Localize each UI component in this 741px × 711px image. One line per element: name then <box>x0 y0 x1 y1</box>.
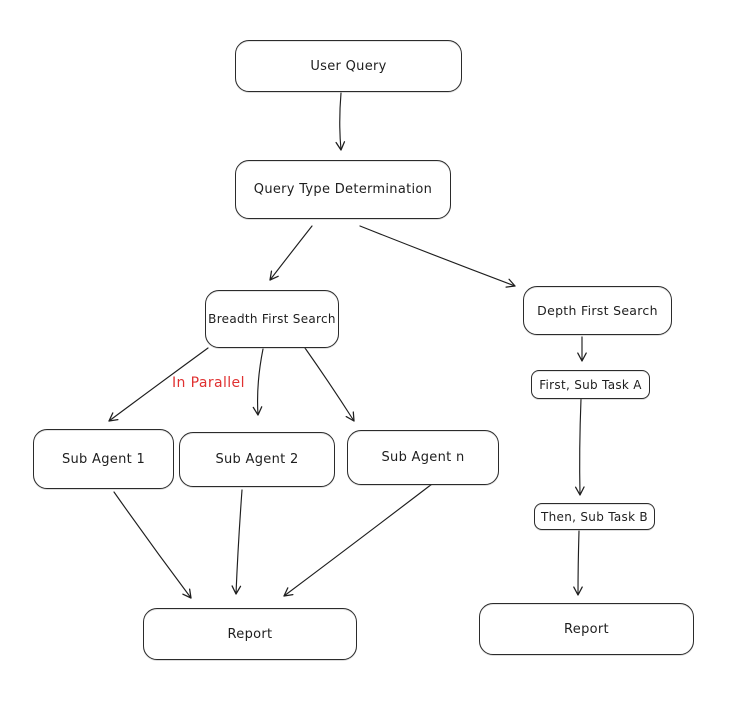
node-sub-agent-1-label: Sub Agent 1 <box>61 451 146 467</box>
edge-breadth-first-search-to-sub-agent-2 <box>252 348 264 416</box>
in-parallel-annotation-label: In Parallel <box>172 375 245 391</box>
edge-sub-agent-n-to-report-breadth <box>283 483 433 597</box>
node-query-type-determination: Query Type Determination <box>235 160 451 219</box>
edge-sub-agent-1-to-report-breadth <box>113 491 192 599</box>
node-sub-agent-2: Sub Agent 2 <box>179 432 335 487</box>
node-then-sub-task-b: Then, Sub Task B <box>534 503 655 530</box>
node-sub-agent-2-label: Sub Agent 2 <box>215 452 299 467</box>
node-sub-agent-1: Sub Agent 1 <box>33 429 174 489</box>
node-report-depth-label: Report <box>564 621 609 637</box>
edge-user-query-to-query-type <box>335 92 346 151</box>
node-report-breadth-label: Report <box>227 626 273 642</box>
node-query-type-determination-label: Query Type Determination <box>253 182 433 197</box>
node-sub-agent-n: Sub Agent n <box>347 430 499 485</box>
node-first-sub-task-a-label: First, Sub Task A <box>539 377 642 392</box>
edge-breadth-first-search-to-sub-agent-n <box>304 347 355 422</box>
edge-query-type-to-depth-first-search <box>359 225 516 288</box>
node-user-query-label: User Query <box>310 58 387 74</box>
node-user-query: User Query <box>235 40 462 92</box>
node-depth-first-search: Depth First Search <box>523 286 672 335</box>
edge-then-sub-task-b-to-report-depth <box>573 530 583 596</box>
node-breadth-first-search: Breadth First Search <box>205 290 339 348</box>
node-first-sub-task-a: First, Sub Task A <box>531 370 650 399</box>
node-depth-first-search-label: Depth First Search <box>537 303 658 318</box>
edge-first-sub-task-a-to-then-sub-task-b <box>574 398 585 496</box>
edge-sub-agent-2-to-report-breadth <box>231 489 243 595</box>
node-report-depth: Report <box>479 603 694 655</box>
node-then-sub-task-b-label: Then, Sub Task B <box>541 509 648 524</box>
in-parallel-annotation: In Parallel <box>172 375 245 391</box>
node-sub-agent-n-label: Sub Agent n <box>381 450 465 465</box>
edge-breadth-first-search-to-sub-agent-1 <box>108 347 209 422</box>
edge-query-type-to-breadth-first-search <box>269 225 313 281</box>
node-breadth-first-search-label: Breadth First Search <box>208 312 336 326</box>
node-report-breadth: Report <box>143 608 357 660</box>
